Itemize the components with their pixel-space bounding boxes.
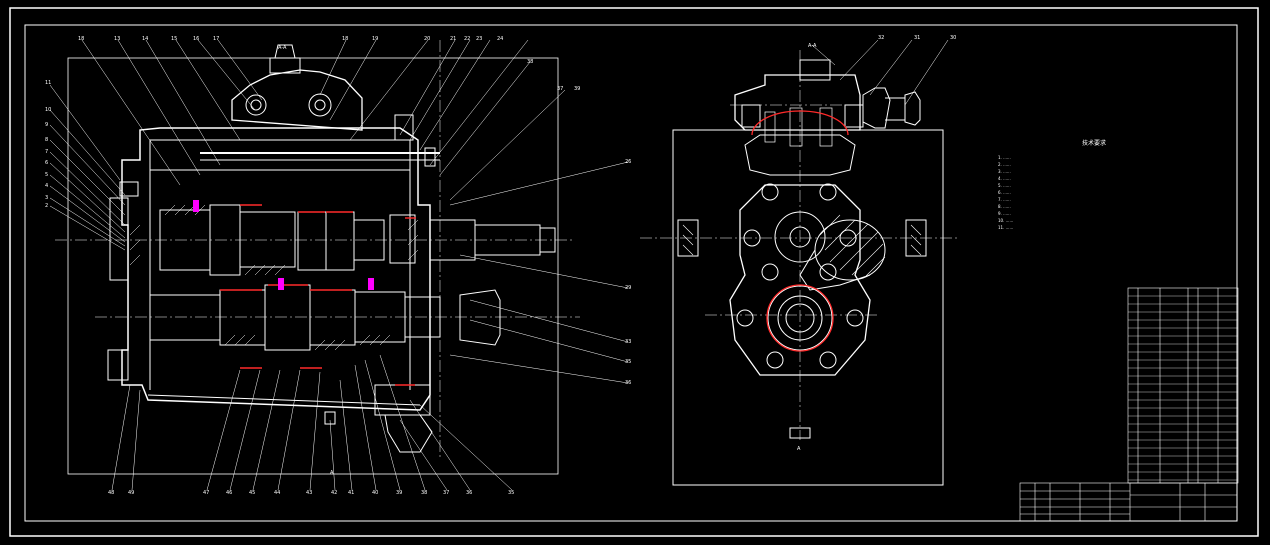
- outer-frame: [9, 7, 1259, 537]
- balloon-bottom-44: 44: [274, 490, 280, 496]
- balloon-bottom-43: 43: [306, 490, 312, 496]
- balloon-bottom-36: 36: [466, 490, 472, 496]
- note-11: 11. ......: [998, 225, 1013, 230]
- note-5: 5. ......: [998, 183, 1011, 188]
- balloon-numbers: 18 13 14 15 16 17 18 19 20 21 22 23 24 1…: [45, 35, 956, 496]
- balloon-bottom-47: 47: [203, 490, 209, 496]
- inner-frame: [24, 24, 1238, 522]
- front-synchro-marks: [193, 200, 374, 290]
- balloon-left-4: 4: [45, 183, 48, 189]
- balloon-top-18b: 18: [342, 36, 348, 42]
- balloon-top-19: 19: [372, 36, 378, 42]
- front-gear-highlights: [220, 204, 416, 386]
- side-view: [640, 50, 960, 486]
- balloon-bottom-37: 37: [443, 490, 449, 496]
- balloon-right-33: 33: [625, 339, 631, 345]
- balloon-top-18a: 18: [78, 36, 84, 42]
- balloon-bottom-46: 46: [226, 490, 232, 496]
- notes-title: 技术要求: [1082, 139, 1106, 147]
- balloon-side-32: 32: [878, 35, 884, 41]
- balloon-left-3: 3: [45, 195, 48, 201]
- title-block: [1019, 482, 1238, 522]
- balloon-left-7: 7: [45, 149, 48, 155]
- balloon-right-29: 29: [625, 285, 631, 291]
- balloon-bottom-40: 40: [372, 490, 378, 496]
- front-section-view: [55, 40, 580, 475]
- balloon-top-24: 24: [497, 36, 503, 42]
- balloon-top-13: 13: [114, 36, 120, 42]
- front-section-label-bottom: A: [330, 470, 334, 476]
- balloon-side-31: 31: [914, 35, 920, 41]
- balloon-top-17: 17: [213, 36, 219, 42]
- side-section-label-bottom: A: [797, 446, 801, 452]
- balloon-top-14: 14: [142, 36, 148, 42]
- balloon-bottom-42: 42: [331, 490, 337, 496]
- balloon-top-22: 22: [464, 36, 470, 42]
- front-leader-lines: [49, 39, 629, 491]
- balloon-left-11: 11: [45, 80, 51, 86]
- balloon-bottom-38: 38: [421, 490, 427, 496]
- side-section-label-top: A-A: [808, 43, 817, 49]
- note-10: 10. ......: [998, 218, 1013, 223]
- parts-list-table: [1127, 287, 1239, 484]
- side-view-red-rings: [751, 110, 849, 352]
- side-leader-lines: [811, 39, 949, 106]
- note-1: 1. ......: [998, 155, 1011, 160]
- balloon-right-37: 37: [557, 86, 563, 92]
- balloon-top-20: 20: [424, 36, 430, 42]
- balloon-top-15: 15: [171, 36, 177, 42]
- note-3: 3. ......: [998, 169, 1011, 174]
- balloon-right-26: 26: [625, 159, 631, 165]
- note-6: 6. ......: [998, 190, 1011, 195]
- balloon-bottom-35: 35: [508, 490, 514, 496]
- balloon-left-6: 6: [45, 160, 48, 166]
- balloon-right-38: 38: [527, 59, 533, 65]
- balloon-bottom-49: 49: [128, 490, 134, 496]
- note-9: 9. ......: [998, 211, 1011, 216]
- balloon-left-10: 10: [45, 107, 51, 113]
- balloon-bottom-48: 48: [108, 490, 114, 496]
- note-7: 7. ......: [998, 197, 1011, 202]
- balloon-bottom-39: 39: [396, 490, 402, 496]
- balloon-top-16: 16: [193, 36, 199, 42]
- balloon-top-23: 23: [476, 36, 482, 42]
- note-8: 8. ......: [998, 204, 1011, 209]
- balloon-right-39: 39: [574, 86, 580, 92]
- section-labels: A-A A A-A A: [278, 43, 817, 476]
- balloon-side-30: 30: [950, 35, 956, 41]
- balloon-right-35: 35: [625, 359, 631, 365]
- balloon-left-8: 8: [45, 137, 48, 143]
- note-2: 2. ......: [998, 162, 1011, 167]
- balloon-left-5: 5: [45, 172, 48, 178]
- balloon-bottom-41: 41: [348, 490, 354, 496]
- technical-notes: 技术要求 1. ...... 2. ...... 3. ...... 4. ..…: [998, 139, 1106, 230]
- balloon-left-9: 9: [45, 122, 48, 128]
- balloon-right-36: 36: [625, 380, 631, 386]
- balloon-bottom-45: 45: [249, 490, 255, 496]
- balloon-top-21: 21: [450, 36, 456, 42]
- front-section-label-top: A-A: [278, 45, 287, 51]
- balloon-left-2: 2: [45, 203, 48, 209]
- note-4: 4. ......: [998, 176, 1011, 181]
